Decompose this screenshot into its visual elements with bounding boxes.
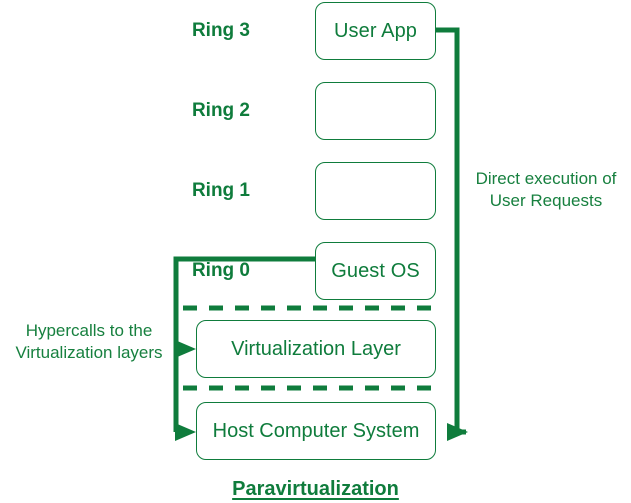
ring-label-2: Ring 2: [191, 100, 250, 121]
hypercalls-connector: [173, 256, 315, 441]
arrowhead-into-host-left: [175, 423, 196, 441]
direct-execution-label: Direct execution of User Requests: [475, 169, 617, 211]
ring-label-3: Ring 3: [191, 20, 250, 41]
ring-box-2[interactable]: [315, 82, 436, 140]
virtualization-layer-box[interactable]: Virtualization Layer: [196, 320, 436, 378]
diagram-caption: Paravirtualization: [232, 478, 399, 500]
hypercalls-label: Hypercalls to the Virtualization layers: [15, 321, 163, 363]
ring-box-1[interactable]: [315, 162, 436, 220]
ring-label-0: Ring 0: [191, 260, 250, 281]
ring-box-guest-os[interactable]: Guest OS: [315, 242, 436, 300]
ring-box-user-app[interactable]: User App: [315, 2, 436, 60]
arrowhead-into-virtualization-layer: [175, 340, 196, 358]
direct-execution-connector: [436, 27, 468, 441]
arrowhead-into-host: [447, 423, 468, 441]
host-computer-system-box[interactable]: Host Computer System: [196, 402, 436, 460]
ring-label-1: Ring 1: [191, 180, 250, 201]
